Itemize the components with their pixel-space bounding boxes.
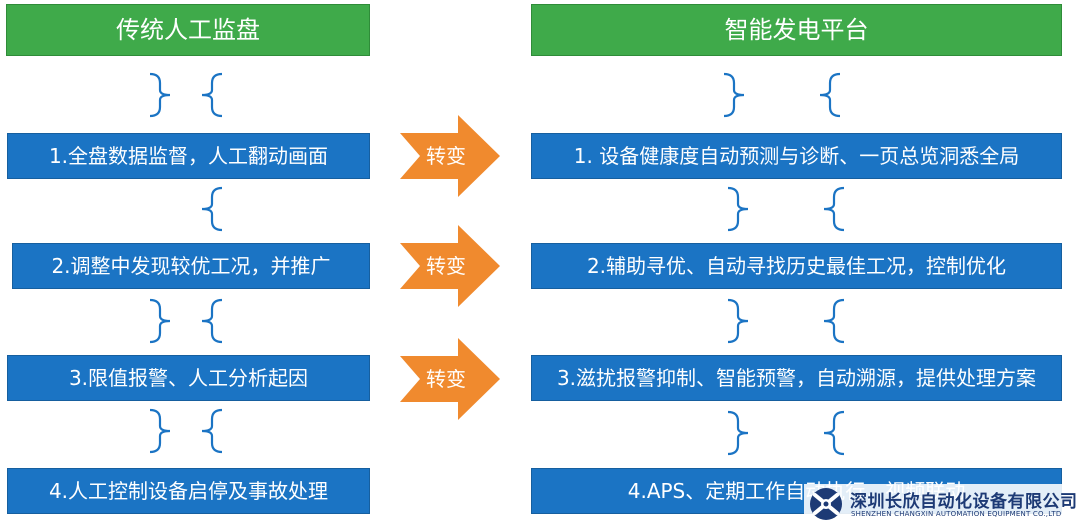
brace-right-icon xyxy=(148,298,172,344)
right-step-2: 2.辅助寻优、自动寻找历史最佳工况，控制优化 xyxy=(531,243,1062,289)
transition-arrow-2: 转变 xyxy=(398,225,502,307)
company-watermark: 深圳长欣自动化设备有限公司 SHENZHEN CHANGXIN AUTOMATI… xyxy=(804,484,1080,524)
brace-left-icon xyxy=(818,72,842,118)
brace-left-icon xyxy=(822,298,846,344)
company-name-en: SHENZHEN CHANGXIN AUTOMATION EQUIPMENT C… xyxy=(851,510,1062,518)
left-step-4: 4.人工控制设备启停及事故处理 xyxy=(7,468,370,514)
brace-left-icon xyxy=(200,72,224,118)
left-step-2: 2.调整中发现较优工况，并推广 xyxy=(12,243,370,289)
right-step-1: 1. 设备健康度自动预测与诊断、一页总览洞悉全局 xyxy=(531,133,1062,179)
brace-right-icon xyxy=(726,186,750,232)
left-step-1: 1.全盘数据监督，人工翻动画面 xyxy=(7,133,370,179)
left-header: 传统人工监盘 xyxy=(6,4,370,56)
brace-right-icon xyxy=(726,410,750,456)
brace-left-icon xyxy=(822,186,846,232)
left-step-3: 3.限值报警、人工分析起因 xyxy=(7,355,370,401)
brace-left-icon xyxy=(200,298,224,344)
transition-label: 转变 xyxy=(426,254,466,278)
transition-label: 转变 xyxy=(426,144,466,168)
right-step-3: 3.滋扰报警抑制、智能预警，自动溯源，提供处理方案 xyxy=(531,355,1062,401)
transition-arrow-1: 转变 xyxy=(398,115,502,197)
brace-right-icon xyxy=(726,298,750,344)
brace-left-icon xyxy=(822,410,846,456)
brace-right-icon xyxy=(148,408,172,454)
transition-label: 转变 xyxy=(426,367,466,391)
company-logo-icon xyxy=(806,486,846,522)
right-header: 智能发电平台 xyxy=(531,4,1062,56)
transition-arrow-3: 转变 xyxy=(398,338,502,420)
company-name: 深圳长欣自动化设备有限公司 xyxy=(850,492,1078,512)
brace-right-icon xyxy=(722,72,746,118)
brace-right-icon xyxy=(148,72,172,118)
brace-left-icon xyxy=(200,186,224,232)
brace-left-icon xyxy=(200,408,224,454)
